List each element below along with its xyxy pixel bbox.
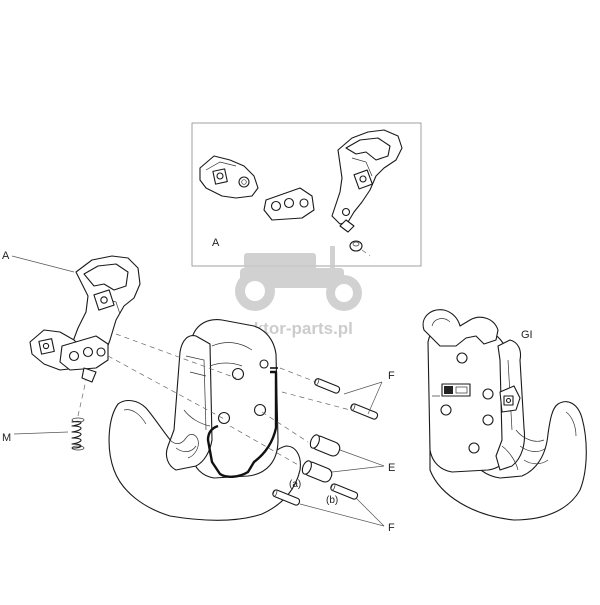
inset-small-pin: [349, 240, 371, 257]
latch-assembly-a: [29, 255, 141, 383]
right-hook-gi: [422, 309, 587, 521]
label-e: E: [388, 462, 395, 474]
pins-f-bottom: [272, 483, 359, 506]
spring-m: [71, 379, 87, 451]
left-hook-assembly: [108, 319, 301, 521]
left-hook-spring-wire: [206, 370, 278, 478]
label-a: A: [2, 250, 10, 262]
pins-f-top: [314, 378, 379, 420]
callouts: A M F E F GI (a) (b): [2, 250, 533, 534]
inset-link-plate: [263, 187, 315, 221]
label-gi: GI: [521, 329, 533, 341]
inset-detail-box: A: [191, 122, 422, 267]
inset-latch-lever: [331, 129, 403, 233]
bushings-e: [301, 434, 341, 483]
inset-latch-block: [199, 155, 259, 199]
inset-label-a: A: [212, 237, 220, 249]
tractor-silhouette-icon: [235, 246, 362, 311]
label-f-top: F: [388, 370, 395, 382]
rating-plate: [432, 383, 471, 397]
label-m: M: [2, 432, 11, 444]
label-f-bottom: F: [388, 522, 395, 534]
label-variant-b: (b): [326, 495, 338, 506]
label-variant-a: (a): [289, 479, 301, 490]
assembly-guide-lines: [107, 333, 351, 467]
